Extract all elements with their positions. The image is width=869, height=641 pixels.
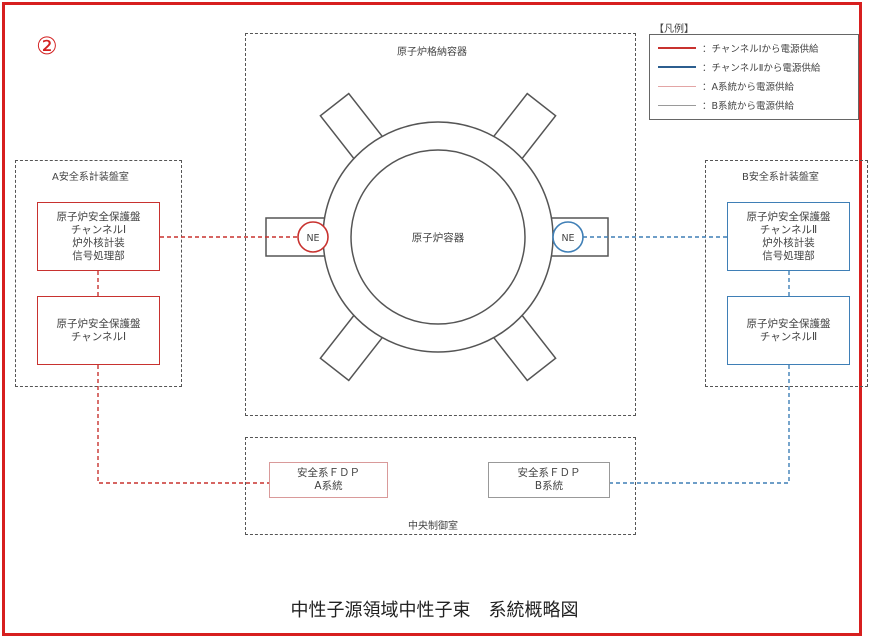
legend-label: ：A系統から電源供給 xyxy=(702,82,794,93)
legend-label: ：チャンネルⅡから電源供給 xyxy=(702,63,821,74)
a-signal-processing-box: 原子炉安全保護盤 チャンネルⅠ 炉外核計装 信号処理部 xyxy=(37,202,160,271)
legend-swatch xyxy=(658,104,696,106)
containment-label: 原子炉格納容器 xyxy=(397,47,467,58)
legend-item-system-a: ：A系統から電源供給 xyxy=(658,79,794,93)
diagram-title: 中性子源領域中性子束 系統概略図 xyxy=(290,600,579,621)
b-panel-room-zone xyxy=(705,160,868,387)
line-a-protection-to-fdp-a xyxy=(97,365,269,484)
legend-swatch xyxy=(658,66,696,68)
detector-ne-left-label: NE xyxy=(306,233,319,244)
outer-frame xyxy=(2,2,862,636)
reactor-vessel-circle xyxy=(350,149,526,325)
fdp-a-box: 安全系ＦＤＰ A系統 xyxy=(269,462,388,498)
diagram-number-badge: ② xyxy=(36,32,58,60)
legend-item-channel1: ：チャンネルⅠから電源供給 xyxy=(658,41,819,55)
legend-label: ：チャンネルⅠから電源供給 xyxy=(702,44,819,55)
legend-title: 【凡例】 xyxy=(654,24,694,35)
channel2-lines xyxy=(583,236,790,484)
containment-zone xyxy=(245,33,636,416)
legend-swatch xyxy=(658,85,696,87)
reactor-vessel-label: 原子炉容器 xyxy=(412,231,465,244)
b-protection-panel-box: 原子炉安全保護盤 チャンネルⅡ xyxy=(727,296,850,365)
fdp-b-box: 安全系ＦＤＰ B系統 xyxy=(488,462,610,498)
legend-item-channel2: ：チャンネルⅡから電源供給 xyxy=(658,60,820,74)
b-signal-processing-box: 原子炉安全保護盤 チャンネルⅡ 炉外核計装 信号処理部 xyxy=(727,202,850,271)
line-b-protection-to-fdp-b xyxy=(610,365,790,484)
detector-ne-right-label: NE xyxy=(561,233,574,244)
channel1-lines xyxy=(97,236,298,484)
control-room-zone xyxy=(245,437,636,535)
legend-swatch xyxy=(658,47,696,49)
detector-ne-left xyxy=(297,221,329,253)
b-panel-room-label: B安全系計装盤室 xyxy=(742,172,819,183)
legend-item-system-b: ：B系統から電源供給 xyxy=(658,98,794,112)
a-panel-room-label: A安全系計装盤室 xyxy=(52,172,129,183)
a-protection-panel-box: 原子炉安全保護盤 チャンネルⅠ xyxy=(37,296,160,365)
legend-label: ：B系統から電源供給 xyxy=(702,101,795,112)
legend: ：チャンネルⅠから電源供給 ：チャンネルⅡから電源供給 ：A系統から電源供給 ：… xyxy=(649,34,859,120)
control-room-label: 中央制御室 xyxy=(408,521,458,532)
